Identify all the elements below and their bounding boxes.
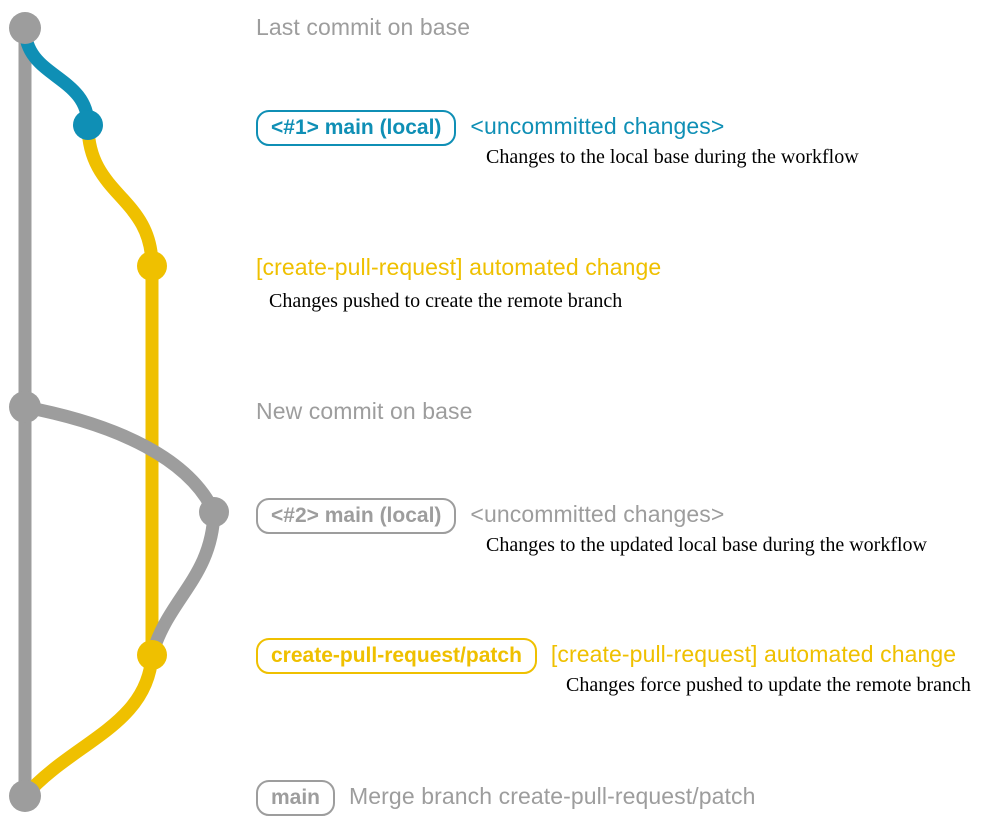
node-base-new-commit[interactable] [9,391,41,423]
row-local-2: <#2> main (local) <uncommitted changes> [256,498,724,534]
node-patch-commit-1[interactable] [137,251,167,281]
badge-patch-2[interactable]: create-pull-request/patch [256,638,537,674]
row-patch-2: create-pull-request/patch [create-pull-r… [256,638,956,674]
badge-local-2[interactable]: <#2> main (local) [256,498,457,534]
row-headline-patch-2: [create-pull-request] automated change [550,641,957,667]
badge-local-1-wrap[interactable]: <#1> main (local) [256,110,457,146]
edge-patch2-to-merge [18,648,159,803]
edge-local2-to-patch2 [145,505,221,662]
row-merge: main Merge branch create-pull-request/pa… [256,780,756,816]
edge-base2-to-local2 [18,400,221,519]
row-local-1: <#1> main (local) <uncommitted changes> [256,110,724,146]
row-description-patch-2: Changes force pushed to update the remot… [566,674,971,696]
node-base-merge[interactable] [9,780,41,812]
node-base-last-commit[interactable] [9,12,41,44]
row-headline-merge: Merge branch create-pull-request/patch [349,783,756,809]
badge-local-1[interactable]: <#1> main (local) [256,110,457,146]
edge-base-to-local1 [18,21,95,132]
badge-merge-wrap[interactable]: main [256,780,336,816]
row-last-commit: Last commit on base [256,14,470,41]
row-headline-last-commit: Last commit on base [256,14,471,40]
badge-patch-2-wrap[interactable]: create-pull-request/patch [256,638,537,674]
node-local-commit-1[interactable] [73,110,103,140]
row-headline-local-2: <uncommitted changes> [470,501,725,527]
row-patch-1: [create-pull-request] automated change [256,254,661,281]
node-local-commit-2[interactable] [199,497,229,527]
row-description-patch-1: Changes pushed to create the remote bran… [269,290,623,312]
row-headline-patch-1: [create-pull-request] automated change [256,254,662,280]
node-patch-commit-2[interactable] [137,640,167,670]
row-headline-local-1: <uncommitted changes> [470,113,725,139]
row-description-local-1: Changes to the local base during the wor… [486,146,859,168]
row-new-commit: New commit on base [256,398,473,425]
edge-local1-to-patch1 [81,118,159,273]
badge-merge[interactable]: main [256,780,336,816]
row-headline-new-commit: New commit on base [256,398,473,424]
row-description-local-2: Changes to the updated local base during… [486,534,927,556]
badge-local-2-wrap[interactable]: <#2> main (local) [256,498,457,534]
